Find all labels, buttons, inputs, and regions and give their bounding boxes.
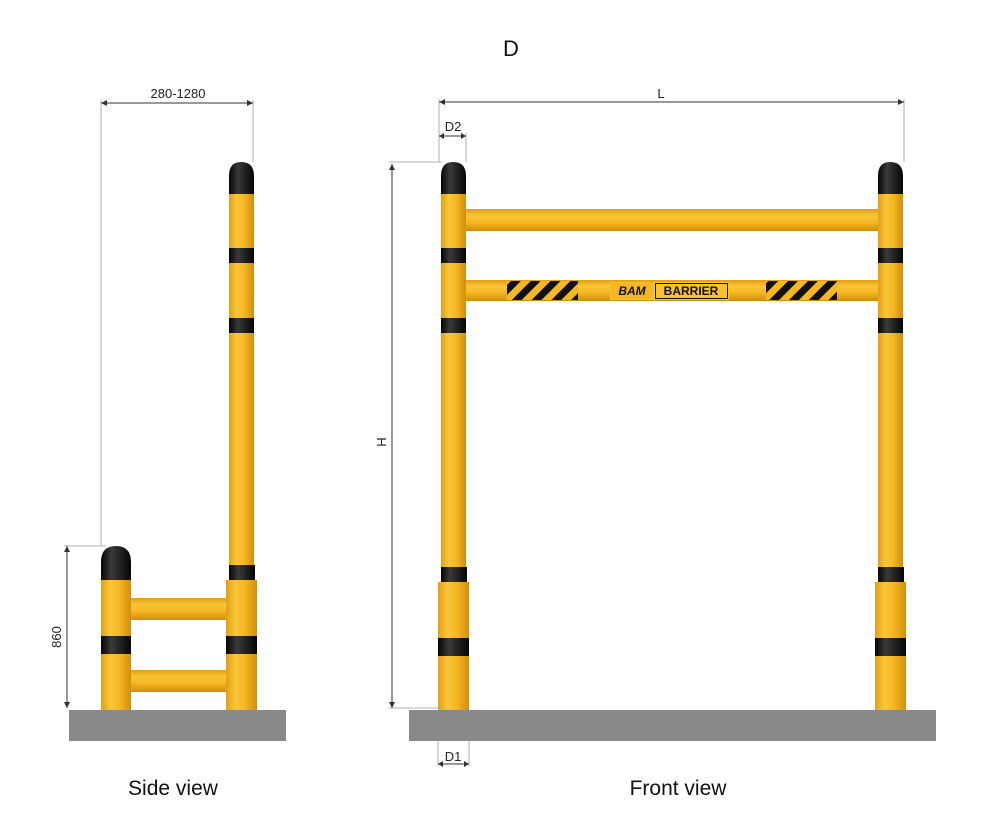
side-view-rail-upper: [130, 598, 228, 620]
hazard-stripe-right: [766, 281, 837, 300]
side-view-height-label: 860: [49, 626, 64, 648]
front-view-right-post: [875, 162, 906, 710]
front-view-base-diameter-dimension: D1: [437, 741, 470, 767]
diagram-title: D: [503, 36, 519, 61]
front-view-middle-rail: BAM BARRIER: [462, 280, 882, 301]
brand-logo-bam: BAM: [618, 284, 646, 298]
front-view-height-dimension: H: [374, 161, 441, 709]
side-view-height-dimension: 860: [49, 545, 106, 708]
front-view-length-dimension: L: [438, 86, 905, 162]
front-view: BAM BARRIER: [374, 86, 936, 800]
front-view-top-diameter-label: D2: [445, 119, 462, 134]
front-view-length-label: L: [657, 86, 664, 101]
side-view-caption: Side view: [128, 777, 219, 800]
side-view-depth-dimension: 280-1280: [100, 86, 254, 546]
side-view: 280-1280 860 Side view: [49, 86, 286, 800]
side-view-rail-lower: [130, 670, 228, 692]
front-view-base-diameter-label: D1: [445, 749, 462, 764]
side-view-floor: [69, 710, 286, 741]
side-view-depth-label: 280-1280: [151, 86, 206, 101]
hazard-stripe-left: [507, 281, 578, 300]
front-view-floor: [409, 710, 936, 741]
front-view-top-diameter-dimension: D2: [439, 119, 467, 162]
brand-logo-barrier: BARRIER: [664, 284, 719, 298]
side-view-tall-post: [226, 162, 257, 710]
front-view-caption: Front view: [630, 777, 728, 800]
front-view-height-label: H: [374, 437, 389, 446]
front-view-top-rail: [462, 209, 882, 231]
front-view-left-post: [438, 162, 469, 710]
side-view-short-post: [101, 546, 131, 710]
